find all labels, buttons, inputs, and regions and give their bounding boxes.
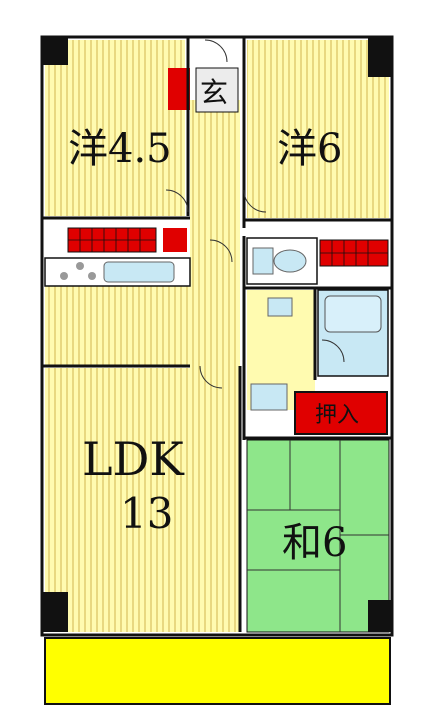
room-western-6 (247, 40, 389, 218)
stove-burner (60, 272, 68, 280)
hallway (190, 100, 240, 372)
kitchen-sink (103, 261, 175, 283)
label-western-a: 洋4.5 (68, 126, 172, 172)
column (42, 37, 68, 65)
label-closet: 押入 (315, 403, 359, 428)
label-japanese: 和6 (282, 520, 347, 566)
label-ldk-size: 13 (120, 489, 173, 538)
storage-entrance (168, 68, 190, 110)
room-japanese (246, 439, 390, 633)
closet-oshiire (294, 391, 388, 435)
wash-basin (267, 297, 293, 317)
label-western-b: 洋6 (277, 126, 342, 172)
room-western-4-5 (45, 40, 185, 216)
washer-space (250, 383, 288, 411)
balcony (44, 637, 391, 705)
kitchen-floor (45, 286, 190, 366)
room-ldk (45, 368, 240, 632)
column (42, 592, 68, 632)
stove-burner (76, 262, 84, 270)
label-entrance: 玄 (200, 76, 228, 109)
bathtub (324, 295, 382, 333)
outer-wall (40, 35, 394, 637)
toilet-tank (252, 247, 274, 275)
entrance-area (195, 67, 239, 113)
stove-burner (88, 272, 96, 280)
toilet-bowl (273, 249, 307, 273)
label-ldk: LDK (82, 432, 185, 486)
column (368, 37, 392, 77)
column (368, 600, 392, 632)
closet-side (163, 228, 187, 252)
